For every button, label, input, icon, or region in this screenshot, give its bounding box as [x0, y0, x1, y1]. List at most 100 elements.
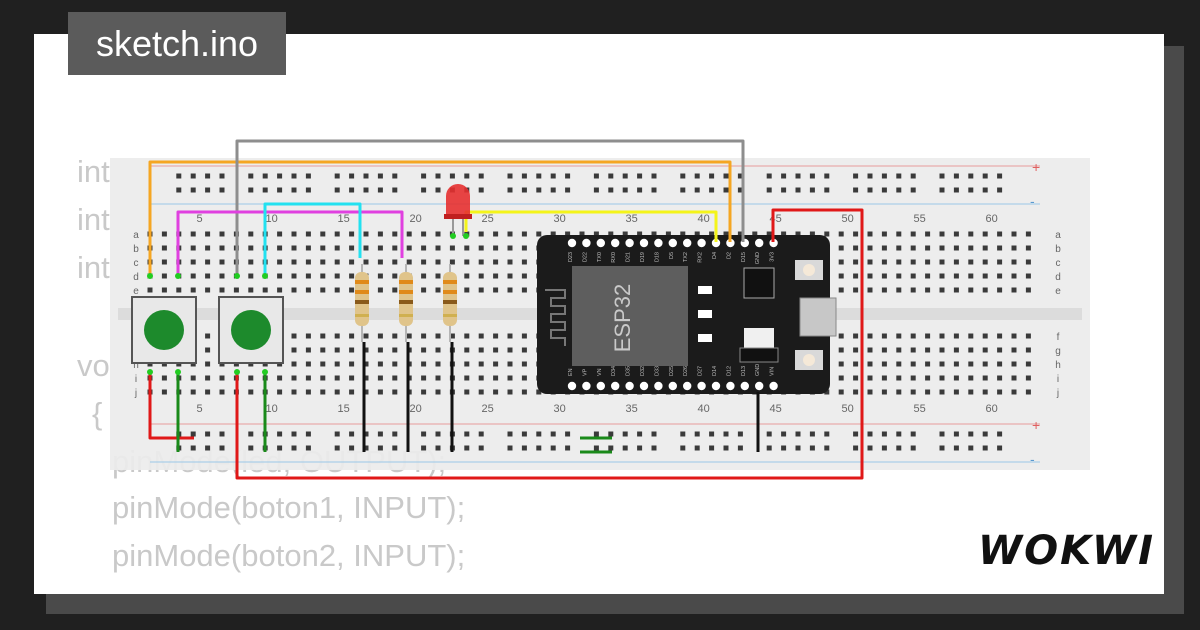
hole [853, 347, 859, 353]
hole [392, 259, 398, 265]
sketch-filename-tab[interactable]: sketch.ino [68, 12, 286, 75]
esp32-module [572, 266, 688, 366]
row-letter: c [134, 258, 139, 269]
rail-hole [536, 173, 542, 179]
hole [464, 245, 470, 251]
hole [997, 375, 1003, 381]
esp32-pin [683, 381, 692, 391]
esp32-pin-label: D22 [582, 252, 588, 262]
hole [1025, 333, 1031, 339]
rail-hole [637, 187, 643, 193]
rail-hole [608, 431, 614, 437]
hole [478, 231, 484, 237]
hole [752, 231, 758, 237]
rail-hole [305, 187, 311, 193]
column-number: 25 [481, 403, 493, 415]
rail-hole [421, 445, 427, 451]
rail-hole [651, 445, 657, 451]
antenna-trace [545, 289, 566, 346]
rail-hole [637, 445, 643, 451]
hole [406, 333, 412, 339]
column-number: 10 [265, 213, 277, 225]
hole [392, 273, 398, 279]
hole [161, 245, 167, 251]
esp32-pin-label: 3V3 [770, 252, 776, 262]
hole [219, 375, 225, 381]
hole [305, 389, 311, 395]
wire-red [235, 208, 864, 480]
rail-hole [709, 173, 715, 179]
rail-hole [550, 187, 556, 193]
hole [838, 245, 844, 251]
rail-hole [637, 173, 643, 179]
hole [953, 389, 959, 395]
hole [737, 231, 743, 237]
hole [291, 231, 297, 237]
rail-hole [565, 445, 571, 451]
hole [507, 347, 513, 353]
hole [233, 287, 239, 293]
hole [493, 361, 499, 367]
rail-hole [881, 187, 887, 193]
rail-hole [349, 431, 355, 437]
esp32-pin [683, 238, 692, 248]
hole [421, 389, 427, 395]
esp32-pin-label: RX2 [698, 252, 704, 263]
hole [277, 287, 283, 293]
rail-hole [536, 431, 542, 437]
rail-hole [982, 173, 988, 179]
hole [493, 389, 499, 395]
hole [637, 231, 643, 237]
esp32-chip-label: ESP32 [610, 284, 635, 353]
hole [277, 273, 283, 279]
hole [982, 231, 988, 237]
hole [248, 245, 254, 251]
hole [262, 287, 268, 293]
hole [953, 333, 959, 339]
hole [622, 231, 628, 237]
hole [377, 259, 383, 265]
hole [910, 333, 916, 339]
rail-hole [435, 431, 441, 437]
rail-hole [550, 173, 556, 179]
hole [665, 231, 671, 237]
row-letter: a [1055, 230, 1061, 241]
rail-hole [968, 187, 974, 193]
hole [838, 231, 844, 237]
hole [953, 259, 959, 265]
hole [881, 231, 887, 237]
hole [277, 375, 283, 381]
hole [1011, 333, 1017, 339]
rail-hole [521, 431, 527, 437]
hole [377, 273, 383, 279]
hole [507, 259, 513, 265]
rail-hole [766, 445, 772, 451]
rail-hole [881, 173, 887, 179]
column-number: 60 [985, 403, 997, 415]
rail-hole [939, 445, 945, 451]
hole [478, 375, 484, 381]
rail-hole [190, 173, 196, 179]
rail-hole [982, 431, 988, 437]
hole [968, 259, 974, 265]
hole [881, 333, 887, 339]
hole [421, 273, 427, 279]
hole [694, 231, 700, 237]
hole [291, 287, 297, 293]
hole [608, 231, 614, 237]
esp32-pin [639, 238, 649, 248]
hole [435, 375, 441, 381]
connection-dot [450, 233, 456, 239]
hole [982, 361, 988, 367]
rail-hole [349, 173, 355, 179]
esp32-pin-label: D13 [741, 366, 747, 376]
esp32-pin [567, 381, 577, 391]
hole [982, 287, 988, 293]
rail-hole [896, 445, 902, 451]
hole [421, 333, 427, 339]
rail-hole [205, 173, 211, 179]
wire-yellow [464, 210, 718, 242]
hole [953, 375, 959, 381]
hole [435, 361, 441, 367]
